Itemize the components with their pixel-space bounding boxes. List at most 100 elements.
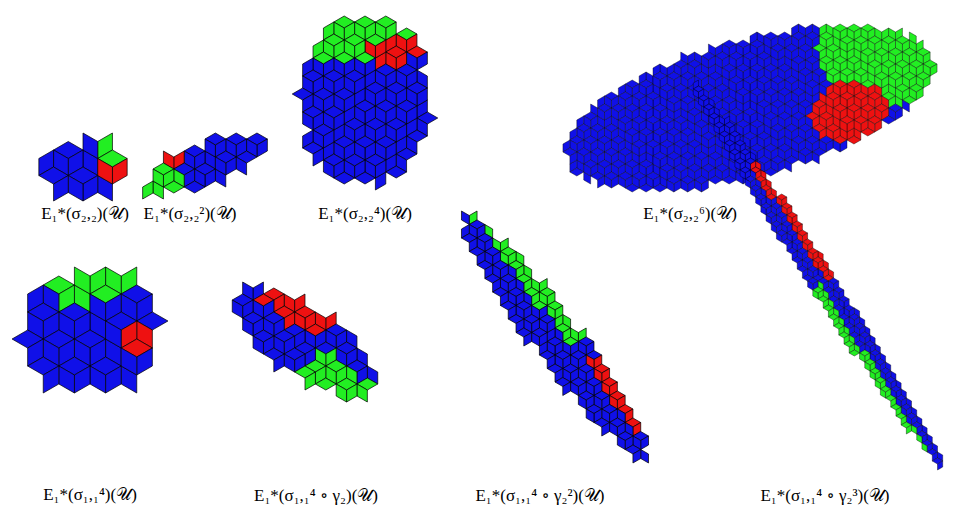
rhombus-face — [730, 152, 735, 161]
rhombus-face — [764, 36, 771, 48]
rhombus-face — [861, 52, 868, 64]
rhombus-face — [355, 172, 376, 184]
rhombus-face — [854, 40, 861, 52]
rhombus-face — [909, 32, 916, 44]
rhombus-face — [847, 136, 861, 144]
caption-label: E₁*(σ₂,₂)(𝒰) — [39, 204, 131, 224]
rhombus-face — [870, 371, 875, 380]
rhombus-face — [407, 106, 417, 124]
rhombus-face — [826, 96, 833, 108]
rhombus-face — [708, 176, 722, 184]
rhombus-face — [761, 206, 766, 215]
caption-label: E₁*(σ₂,₂⁶)(𝒰) — [641, 204, 739, 224]
rhombus-face — [715, 56, 722, 68]
caption-label: E₁*(σ₁,₁⁴)(𝒰) — [41, 485, 139, 505]
rhombus-face — [889, 76, 896, 88]
rhombus-face — [323, 130, 333, 148]
rhombus-face — [598, 108, 605, 120]
rhombus-face — [902, 100, 909, 112]
rhombus-face — [735, 161, 740, 170]
rhombus-face — [98, 159, 113, 185]
rhombus-face — [611, 108, 618, 120]
rhombus-face — [847, 120, 854, 132]
tiling-patch — [143, 133, 268, 199]
rhombus-face — [833, 108, 840, 120]
rhombus-face — [653, 184, 667, 192]
rhombus-face — [646, 144, 653, 156]
rhombus-face — [750, 188, 755, 197]
rhombus-face — [334, 172, 355, 184]
rhombus-face — [90, 366, 106, 393]
caption-label: E₁*(σ₂,₂⁴)(𝒰) — [316, 204, 414, 224]
rhombus-face — [315, 378, 336, 390]
rhombus-face — [778, 128, 785, 140]
rhombus-face — [660, 168, 667, 180]
rhombus-face — [819, 84, 826, 96]
rhombus-face — [90, 294, 106, 321]
tiling-patch — [563, 24, 937, 192]
rhombus-face — [653, 76, 660, 88]
rhombus-face — [617, 436, 625, 450]
rhombus-face — [184, 181, 205, 193]
rhombus-face — [667, 100, 674, 112]
rhombus-face — [226, 157, 236, 175]
rhombus-face — [813, 290, 818, 299]
rhombus-face — [143, 181, 153, 199]
rhombus-face — [740, 170, 745, 179]
rhombus-face — [785, 128, 792, 140]
rhombus-face — [719, 134, 724, 143]
rhombus-face — [334, 112, 344, 130]
rhombus-face — [618, 120, 625, 132]
rhombus-face — [771, 224, 776, 233]
rhombus-face — [598, 176, 605, 188]
rhombus-face — [698, 98, 703, 107]
rhombus-face — [880, 389, 885, 398]
caption-label: E₁*(σ₁,₁⁴ ∘ γ₂)(𝒰) — [252, 485, 380, 506]
rhombus-face — [906, 425, 911, 434]
rhombus-face — [812, 84, 819, 96]
rhombus-face — [708, 136, 715, 148]
rhombus-face — [875, 120, 882, 132]
rhombus-face — [602, 423, 610, 437]
caption-label: E₁*(σ₁,₁⁴ ∘ γ₂²)(𝒰) — [473, 485, 606, 506]
rhombus-face — [632, 144, 639, 156]
rhombus-face — [163, 181, 184, 193]
rhombus-face — [375, 40, 385, 58]
rhombus-face — [417, 52, 427, 70]
rhombus-face — [106, 366, 122, 393]
rhombus-face — [611, 176, 618, 188]
rhombus-face — [776, 233, 781, 242]
rhombus-face — [695, 180, 702, 192]
rhombus-face — [205, 169, 215, 187]
rhombus-face — [688, 180, 695, 192]
rhombus-face — [639, 184, 653, 192]
rhombus-face — [882, 76, 889, 88]
rhombus-face — [274, 354, 284, 372]
rhombus-face — [205, 139, 215, 157]
rhombus-face — [563, 382, 571, 396]
rhombus-face — [653, 156, 660, 168]
rhombus-face — [764, 116, 771, 128]
rhombus-face — [539, 333, 547, 347]
rhombus-face — [849, 350, 859, 356]
rhombus-face — [930, 64, 937, 76]
rhombus-face — [243, 318, 253, 336]
tiling-patch — [39, 133, 127, 201]
rhombus-face — [805, 152, 812, 164]
rhombus-face — [681, 180, 688, 192]
rhombus-face — [875, 76, 882, 88]
rhombus-face — [232, 300, 242, 318]
rhombus-face — [578, 396, 586, 410]
caption-label: E₁*(σ₂,₂²)(𝒰) — [142, 204, 239, 224]
rhombus-face — [284, 354, 294, 372]
rhombus-face — [618, 176, 625, 188]
rhombus-face — [736, 92, 743, 104]
rhombus-face — [570, 152, 577, 164]
rhombus-face — [641, 450, 649, 464]
rhombus-face — [236, 157, 246, 175]
rhombus-face — [660, 88, 667, 100]
rhombus-face — [639, 144, 646, 156]
rhombus-face — [840, 120, 847, 132]
rhombus-face — [833, 28, 840, 40]
